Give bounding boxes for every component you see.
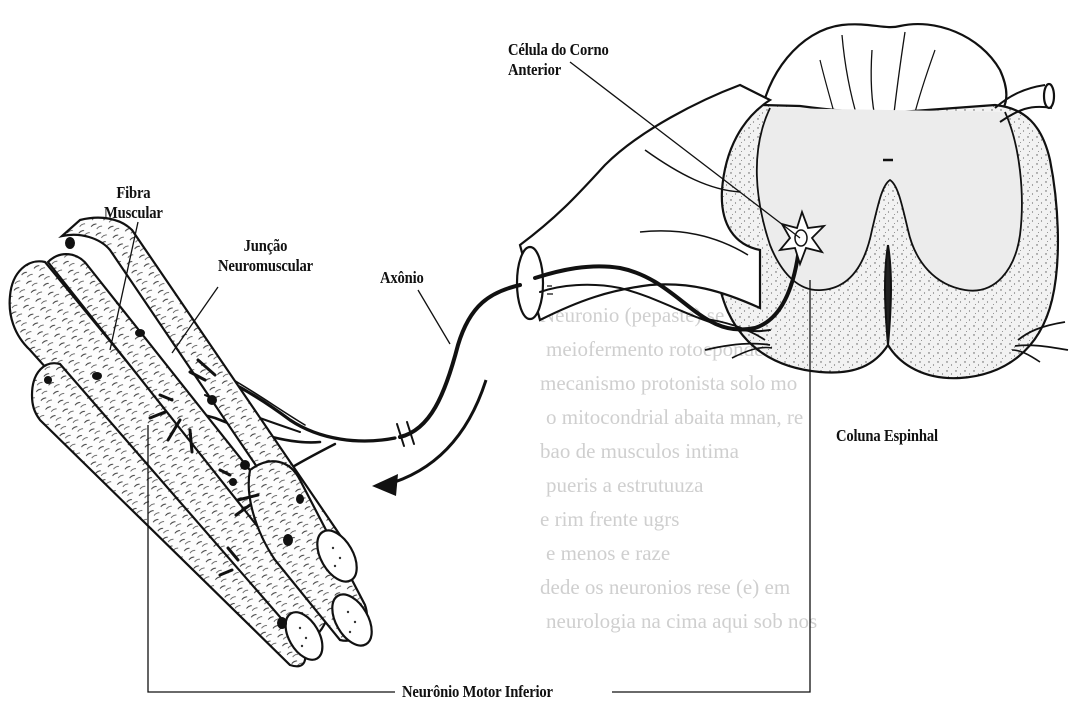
- label-neuromuscular-junction: Junção Neuromuscular: [218, 236, 313, 276]
- bleed-through-line: pueris a estrutuuza: [546, 473, 704, 497]
- label-muscle-fiber: Fibra Muscular: [104, 183, 163, 223]
- axon-leader: [418, 290, 450, 344]
- label-axon: Axônio: [380, 268, 424, 288]
- bleed-through-line: mecanismo protonista solo mo: [540, 371, 797, 395]
- junction-label-line2: Neuromuscular: [218, 256, 313, 276]
- junction-label-line1: Junção: [218, 236, 313, 256]
- spinal-label: Coluna Espinhal: [836, 426, 938, 446]
- cell-label-line1: Célula do Corno: [508, 40, 609, 60]
- fiber-label-line1: Fibra: [104, 183, 163, 203]
- bleed-through-line: e rim frente ugrs: [540, 507, 679, 531]
- bleed-through-line: meiofermento rotoepondes: [546, 337, 772, 361]
- bleed-through-line: neurologia na cima aqui sob nos: [546, 609, 817, 633]
- spinal-cord: [700, 24, 1068, 378]
- label-anterior-horn-cell: Célula do Corno Anterior: [508, 40, 609, 80]
- muscle-fibers: [10, 218, 380, 667]
- fiber-label-line2: Muscular: [104, 203, 163, 223]
- bleed-through-line: bao de musculos intima: [540, 439, 740, 463]
- bleed-through-line: dede os neuronios rese (e) em: [540, 575, 790, 599]
- label-lower-motor-neuron: Neurônio Motor Inferior: [402, 682, 553, 702]
- motor-neuron-label: Neurônio Motor Inferior: [402, 682, 553, 702]
- bleed-through-line: o mitocondrial abaita mnan, re: [546, 405, 803, 429]
- cell-label-line2: Anterior: [508, 60, 609, 80]
- axon-label: Axônio: [380, 268, 424, 288]
- label-spinal-column: Coluna Espinhal: [836, 426, 938, 446]
- bleed-through-line: e menos e raze: [546, 541, 670, 565]
